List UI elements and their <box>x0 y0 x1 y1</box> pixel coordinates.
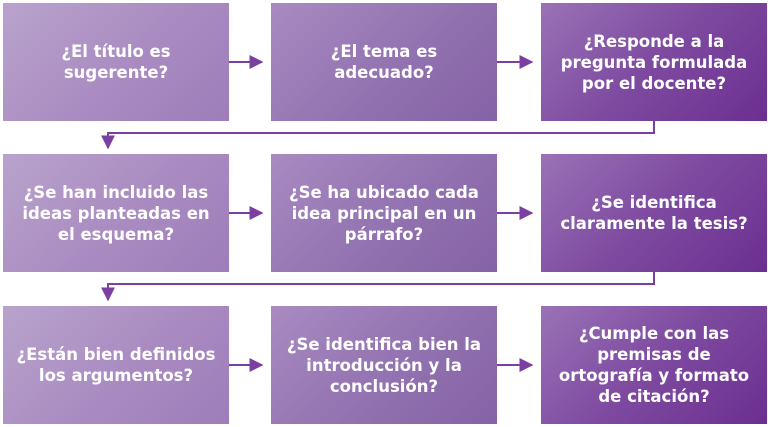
step-1-box: ¿El título es sugerente? <box>3 3 229 121</box>
step-5-box: ¿Se ha ubicado cada idea principal en un… <box>271 154 497 272</box>
step-2-text: ¿El tema es adecuado? <box>330 42 438 82</box>
step-5-text: ¿Se ha ubicado cada idea principal en un… <box>289 182 479 244</box>
step-6-box: ¿Se identifica claramente la tesis? <box>541 154 767 272</box>
arrow-6-7 <box>101 272 655 302</box>
step-8-box: ¿Se identifica bien la introducción y la… <box>271 306 497 424</box>
step-7-box: ¿Están bien definidos los argumentos? <box>3 306 229 424</box>
step-9-box: ¿Cumple con las premisas de ortografía y… <box>541 306 767 424</box>
step-1-text: ¿El título es sugerente? <box>61 42 171 82</box>
step-2-box: ¿El tema es adecuado? <box>271 3 497 121</box>
step-4-box: ¿Se han incluido las ideas planteadas en… <box>3 154 229 272</box>
step-9-text: ¿Cumple con las premisas de ortografía y… <box>558 324 750 406</box>
step-6-text: ¿Se identifica claramente la tesis? <box>560 193 748 233</box>
step-3-text: ¿Responde a la pregunta formulada por el… <box>560 31 748 93</box>
step-4-text: ¿Se han incluido las ideas planteadas en… <box>22 182 210 244</box>
step-7-text: ¿Están bien definidos los argumentos? <box>16 345 216 385</box>
step-8-text: ¿Se identifica bien la introducción y la… <box>286 334 482 396</box>
step-3-box: ¿Responde a la pregunta formulada por el… <box>541 3 767 121</box>
arrow-3-4 <box>101 121 655 150</box>
